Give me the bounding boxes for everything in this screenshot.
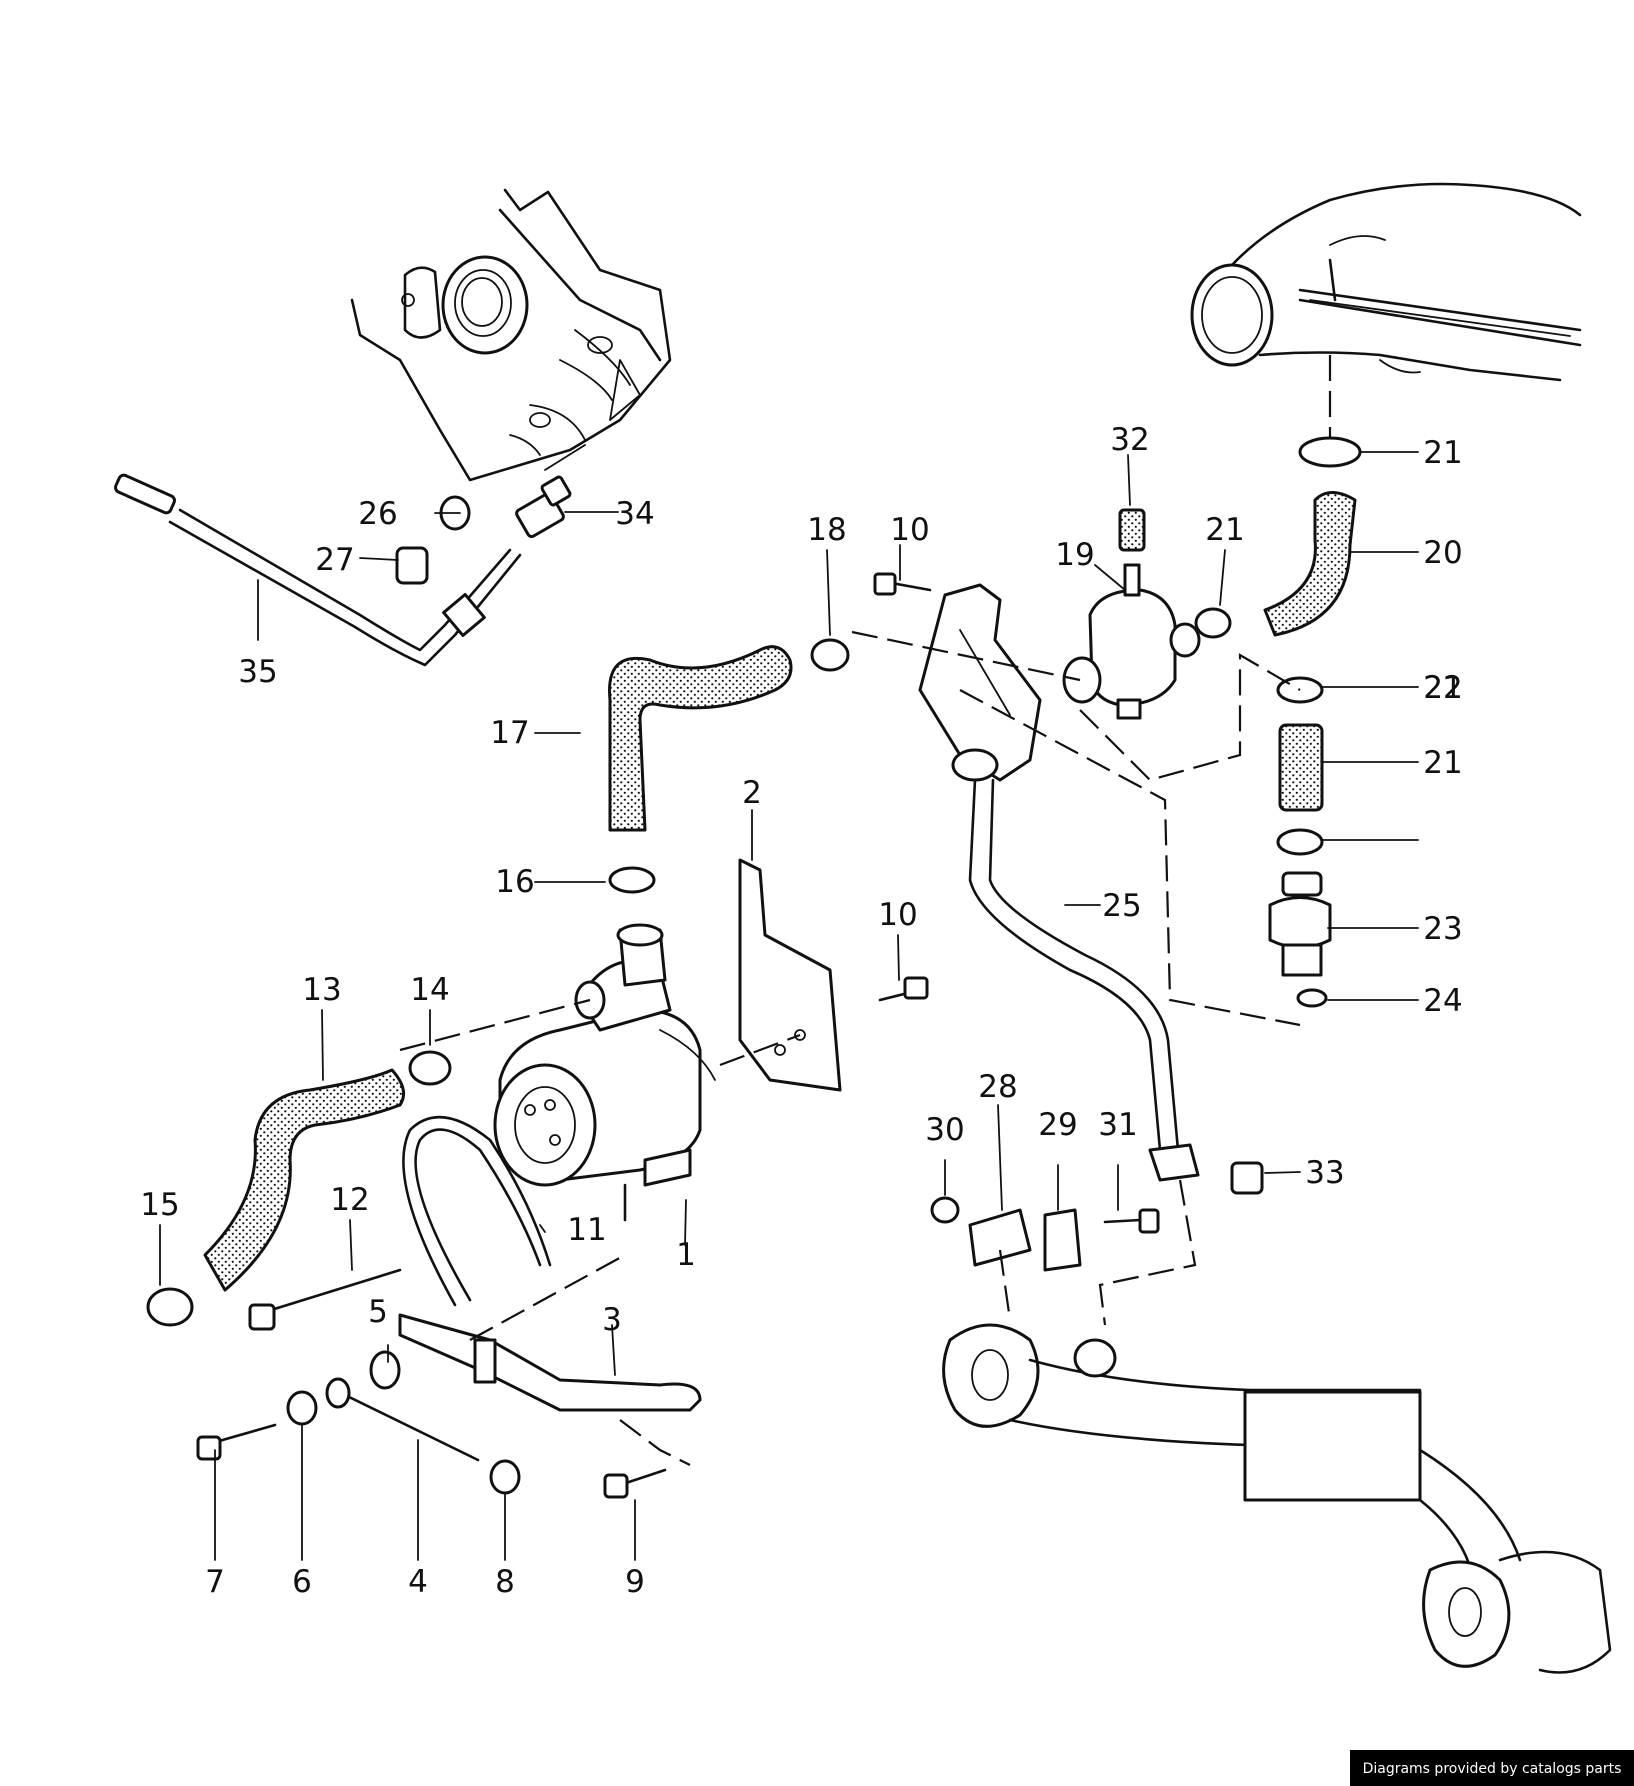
callout-25: 25 [1102,888,1141,924]
callout-8: 8 [495,1564,515,1600]
callout-6: 6 [292,1564,312,1600]
callout-4: 4 [408,1564,428,1600]
callout-numbers: 1 2 3 4 5 6 7 8 9 10 10 11 12 13 14 15 1… [140,422,1462,1600]
drive-belt-drawing [414,1128,542,1302]
callout-35: 35 [238,654,277,690]
callout-10b: 10 [878,897,917,933]
callout-12: 12 [330,1182,369,1218]
callout-29: 29 [1038,1107,1077,1143]
callout-11: 11 [567,1212,606,1248]
leader-lines [159,451,1419,1561]
assembly-lines [399,355,1332,1466]
callout-21b: 21 [1205,512,1244,548]
callout-19: 19 [1055,537,1094,573]
valve-19-drawing [1062,563,1201,720]
callout-21c: 21 [1423,670,1462,706]
callout-21a: 21 [1423,435,1462,471]
callout-31: 31 [1098,1107,1137,1143]
hose-20-drawing [1263,491,1357,637]
hardware-drawings [196,572,1264,1499]
callout-10a: 10 [890,512,929,548]
clamp-drawings [146,436,1362,1327]
bracket-2-drawing [738,858,842,1092]
intake-manifold-drawing [1190,182,1582,382]
callout-24: 24 [1423,983,1462,1019]
callout-13: 13 [302,972,341,1008]
callout-18: 18 [807,512,846,548]
callout-34: 34 [615,496,654,532]
callout-23: 23 [1423,911,1462,947]
hose-22-drawing [1278,723,1324,812]
callout-32: 32 [1110,422,1149,458]
callout-27: 27 [315,542,354,578]
hose-17-drawing [608,645,793,832]
callout-17: 17 [490,715,529,751]
callout-26: 26 [358,496,397,532]
fitting-34-drawing [515,475,572,539]
credit-text: Diagrams provided by catalogs parts [1363,1761,1622,1777]
callout-33: 33 [1305,1155,1344,1191]
filter-32-drawing [1118,508,1146,552]
callout-28: 28 [978,1069,1017,1105]
callout-20: 20 [1423,535,1462,571]
bracket-3-drawing [398,1313,702,1412]
hose-13-drawing [203,1068,406,1292]
callout-2: 2 [742,775,762,811]
pipe-25-drawing [968,778,1162,1152]
callout-14: 14 [410,972,449,1008]
plug-27-drawing [395,546,429,585]
callout-3: 3 [602,1302,622,1338]
callout-22: 22 [1423,670,1462,706]
engine-block-drawing [350,188,672,482]
callout-30: 30 [925,1112,964,1148]
callout-9: 9 [625,1564,645,1600]
callout-16: 16 [495,864,534,900]
callout-7: 7 [205,1564,225,1600]
credit-footer: Diagrams provided by catalogs parts [1350,1750,1634,1786]
check-valve-23-drawing [1268,871,1332,977]
callout-21d: 21 [1423,745,1462,781]
callout-15: 15 [140,1187,179,1223]
pipe-35-drawing [114,473,522,667]
exhaust-pipe-drawing [942,1323,1612,1674]
callout-1: 1 [676,1237,696,1273]
callout-5: 5 [368,1294,388,1330]
air-pump-drawing [493,923,716,1222]
